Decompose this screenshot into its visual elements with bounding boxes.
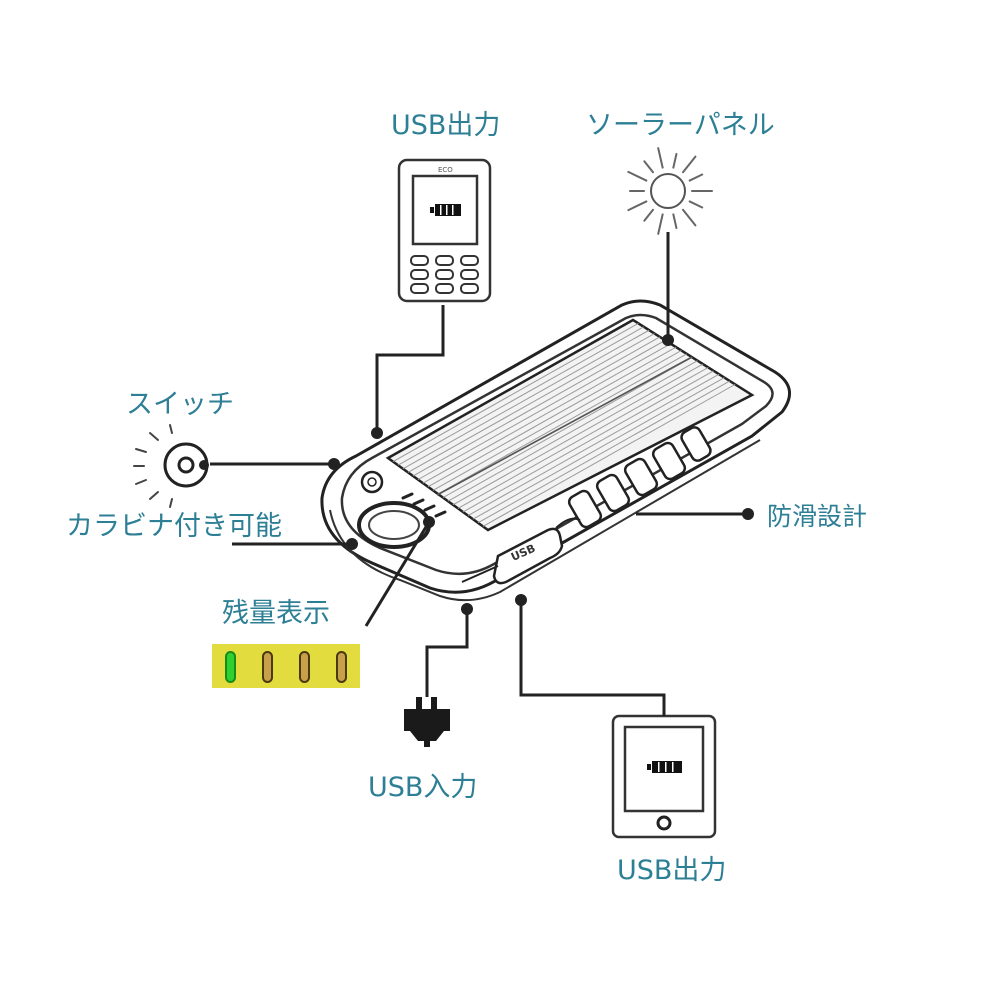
sun-ray xyxy=(688,200,704,209)
leader-usb-in xyxy=(425,609,469,697)
battery-level-indicator xyxy=(212,644,360,688)
level-led-off xyxy=(336,651,347,683)
solar-cell-stripe xyxy=(465,377,736,530)
solar-cell-stripe xyxy=(410,337,681,491)
carabiner-label: カラビナ付き可能 xyxy=(66,511,282,542)
switch-button xyxy=(360,470,384,494)
leader-lines xyxy=(210,232,748,716)
sun-ray xyxy=(643,160,655,174)
solar-cell-stripe xyxy=(460,373,731,527)
sun-ray xyxy=(627,170,648,182)
sun-ray xyxy=(681,155,697,174)
solar-panel-label: ソーラーパネル xyxy=(586,110,775,141)
solar-cell-stripe xyxy=(390,323,661,477)
sun-ray xyxy=(681,208,697,227)
solar-cell-stripe xyxy=(440,359,711,513)
solar-panel-divider xyxy=(436,356,693,496)
anti-slip-label: 防滑設計 xyxy=(767,502,868,531)
level-led-off xyxy=(262,651,273,683)
leader-dots xyxy=(328,334,754,615)
solar-cell-stripe xyxy=(430,352,701,505)
leader-usb-out-top xyxy=(375,305,445,433)
leader-level xyxy=(364,521,431,627)
sun-ray xyxy=(688,173,704,182)
solar-cell-stripe xyxy=(445,363,716,516)
sun-icon xyxy=(627,147,713,235)
solar-cell-stripe xyxy=(395,327,666,480)
solar-cell-stripe xyxy=(435,355,706,509)
device-led-dots xyxy=(401,492,447,518)
phone-brand-label: ECO xyxy=(438,166,453,174)
tablet-icon xyxy=(611,714,717,839)
battery-icon xyxy=(647,761,682,773)
solar-cell-stripe xyxy=(388,320,656,473)
sun-ray xyxy=(672,213,678,230)
level-led-lit xyxy=(225,651,236,683)
usb-output-bottom-label: USB出力 xyxy=(617,855,727,886)
sun-ray xyxy=(657,213,664,235)
solar-cell-stripe xyxy=(425,348,696,502)
solar-cell-stripe xyxy=(388,320,651,469)
sun-ray xyxy=(643,208,655,222)
usb-output-top-label: USB出力 xyxy=(391,110,501,141)
level-led-off xyxy=(299,651,310,683)
level-panel xyxy=(212,644,360,688)
solar-cell-stripe xyxy=(415,341,686,495)
plug-icon xyxy=(404,697,450,747)
tablet-home-button xyxy=(656,815,672,831)
switch-label: スイッチ xyxy=(126,389,234,420)
sun-ray xyxy=(672,152,678,169)
anti-slip-grips xyxy=(567,426,712,529)
battery-icon xyxy=(430,204,461,216)
power-bank-rim xyxy=(340,313,774,576)
solar-cell-stripe xyxy=(450,366,721,520)
sun-ray xyxy=(627,200,648,212)
solar-cell-stripe xyxy=(400,330,671,484)
battery-level-label: 残量表示 xyxy=(222,598,330,629)
solar-cell-stripe xyxy=(405,334,676,487)
switch-light-icon xyxy=(133,424,209,508)
usb-input-label: USB入力 xyxy=(368,772,478,803)
phone-icon xyxy=(397,158,492,303)
sun-ray xyxy=(657,147,664,169)
usb-port-cover xyxy=(492,527,564,585)
power-bank-side-edge xyxy=(329,439,761,602)
power-bank-device xyxy=(320,299,791,602)
solar-cell-stripe xyxy=(455,370,726,523)
solar-cell-stripe xyxy=(470,381,741,530)
phone-keypad xyxy=(410,255,479,294)
leader-usb-out-bottom xyxy=(519,600,666,716)
solar-cell-stripe xyxy=(420,345,691,498)
